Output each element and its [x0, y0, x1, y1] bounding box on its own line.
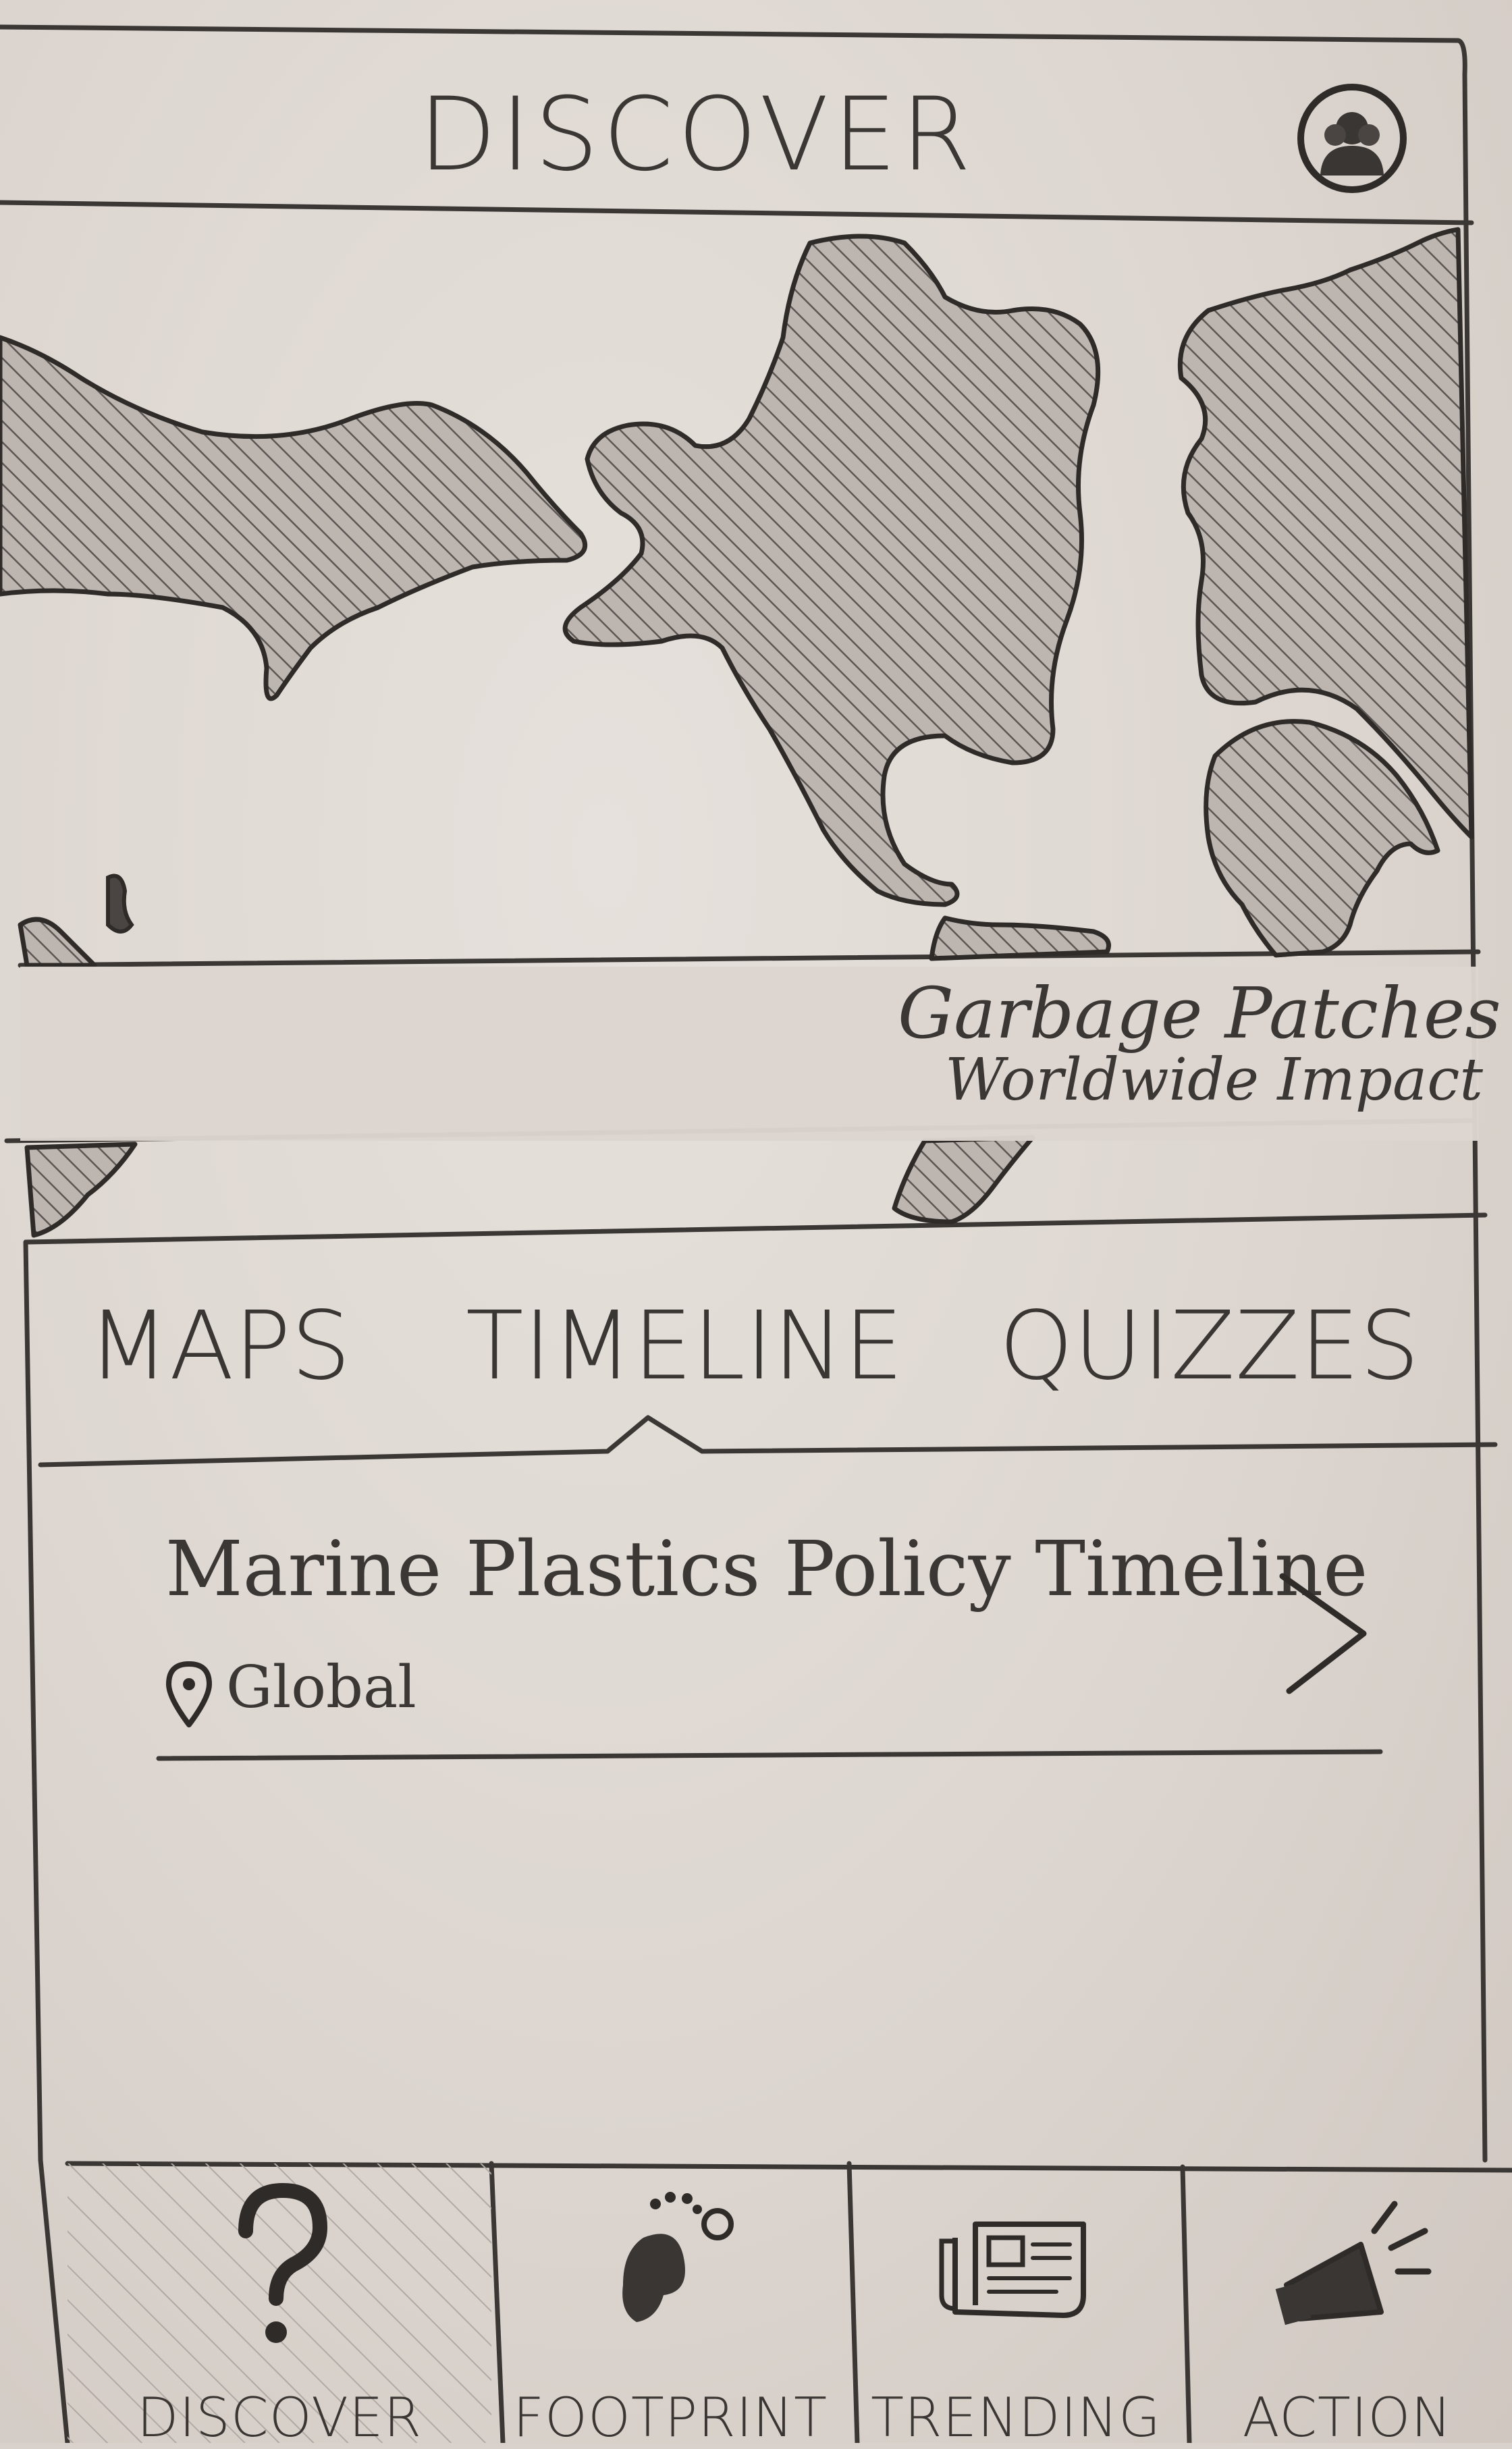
map-banner-title[interactable]: Garbage Patches: [898, 972, 1501, 1054]
world-map[interactable]: [0, 216, 1485, 1249]
location-pin-icon: [166, 1661, 212, 1727]
nav-item-action[interactable]: ACTION: [1183, 2163, 1512, 2449]
question-mark-icon: [238, 2182, 328, 2343]
megaphone-icon: [1275, 2201, 1432, 2325]
tab-maps[interactable]: MAPS: [88, 1291, 351, 1401]
landmass-bottom-center: [892, 1135, 1035, 1224]
nav-item-trending[interactable]: TRENDING: [849, 2163, 1183, 2449]
page-title: DISCOVER: [418, 76, 975, 194]
landmass-right-top: [1177, 227, 1474, 840]
landmass-left: [0, 335, 588, 701]
map-banner-subtitle: Worldwide Impact: [945, 1046, 1483, 1114]
nav-label-discover: DISCOVER: [136, 2386, 423, 2449]
nav-item-discover[interactable]: DISCOVER: [68, 2163, 491, 2449]
nav-label-action: ACTION: [1242, 2386, 1453, 2449]
list-item-title: Marine Plastics Policy Timeline: [165, 1526, 1368, 1613]
nav-item-footprint[interactable]: FOOTPRINT: [491, 2163, 849, 2449]
tab-timeline[interactable]: TIMELINE: [466, 1291, 904, 1401]
landmass-right-bottom: [1204, 719, 1440, 958]
chevron-right-icon[interactable]: [1276, 1566, 1370, 1701]
tab-quizzes[interactable]: QUIZZES: [999, 1291, 1420, 1401]
profile-icon[interactable]: [1295, 81, 1409, 196]
nav-label-footprint: FOOTPRINT: [513, 2386, 828, 2449]
landmass-bottom-left: [24, 1141, 138, 1238]
nav-label-trending: TRENDING: [871, 2386, 1161, 2449]
list-item[interactable]: Marine Plastics Policy Timeline Global: [159, 1519, 1384, 1769]
landmass-center: [562, 234, 1101, 907]
small-island: [106, 873, 134, 934]
landmass-bottom-left-small: [18, 917, 97, 968]
landmass-center-bottom: [929, 915, 1111, 961]
list-item-location: Global: [226, 1654, 416, 1721]
footprint-icon: [622, 2192, 734, 2322]
news-icon: [939, 2222, 1086, 2318]
